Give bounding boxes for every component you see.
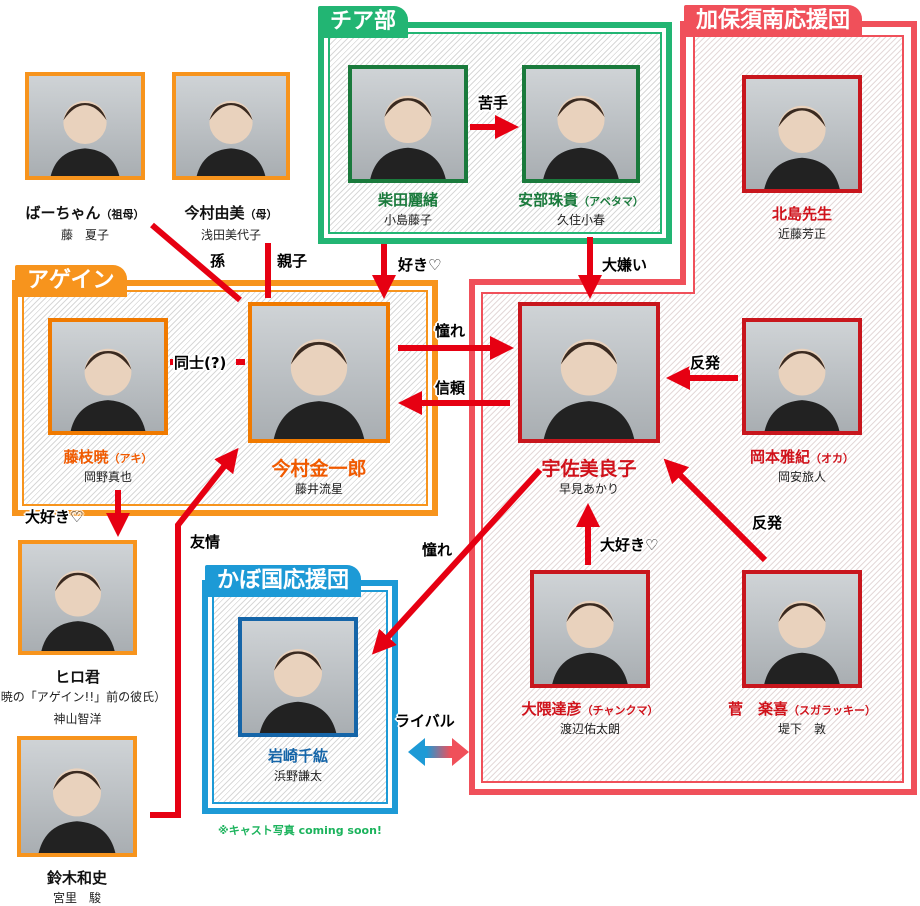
character-photo xyxy=(518,302,660,443)
character-name: 大隈達彦（チャンクマ） xyxy=(521,700,659,718)
character-photo xyxy=(248,302,390,443)
character-name: 今村金一郎 xyxy=(271,458,367,480)
arrow-akogare2 xyxy=(371,467,543,655)
character-photo xyxy=(742,318,862,435)
person-silhouette-icon xyxy=(50,100,120,176)
person-silhouette-icon xyxy=(543,96,619,179)
group-cheer-label: チア部 xyxy=(318,6,409,38)
person-silhouette-icon xyxy=(259,648,337,733)
rel-suki: 好き♡ xyxy=(398,256,442,274)
rel-yuujou: 友情 xyxy=(190,533,221,551)
person-silhouette-icon xyxy=(40,570,115,651)
character-name: 柴田麗緒 xyxy=(377,191,438,209)
group-kabo-label: かぼ国応援団 xyxy=(205,565,362,597)
person-silhouette-icon xyxy=(70,348,146,431)
character-name: 安部珠貴（アベタマ） xyxy=(518,191,644,209)
character-photo xyxy=(742,75,862,193)
character-photo xyxy=(172,72,290,180)
actor-name: 藤井流星 xyxy=(294,482,343,496)
character-name: 岡本雅紀（オカ） xyxy=(749,448,854,466)
character-name: ばーちゃん（祖母） xyxy=(25,204,145,222)
character-photo xyxy=(348,65,468,183)
actor-name: 浅田美代子 xyxy=(200,228,261,242)
arrow-hanpatsu2 xyxy=(663,458,768,563)
actor-name: 近藤芳正 xyxy=(777,227,826,241)
person-silhouette-icon xyxy=(552,601,628,684)
actor-name: 神山智洋 xyxy=(53,712,102,726)
character-photo xyxy=(522,65,640,183)
arrow-rival xyxy=(408,738,469,766)
group-again-label: アゲイン xyxy=(15,265,127,297)
actor-name: 渡辺佑太朗 xyxy=(559,722,620,736)
rel-akogare2: 憧れ xyxy=(422,541,453,559)
person-silhouette-icon xyxy=(273,338,365,439)
rel-nigate: 苦手 xyxy=(478,94,509,112)
line-mago xyxy=(150,222,242,303)
actor-name: 堤下 敦 xyxy=(777,722,826,736)
actor-name: 小島藤子 xyxy=(383,213,432,227)
character-name: 岩崎千紘 xyxy=(267,747,328,765)
rel-doushi: 同士(?) xyxy=(174,354,227,372)
person-silhouette-icon xyxy=(764,601,840,684)
character-photo xyxy=(18,540,137,655)
character-name: ヒロ君 xyxy=(54,668,100,686)
actor-name: 岡野真也 xyxy=(83,470,132,484)
character-name: 鈴木和史 xyxy=(46,869,107,887)
character-name: 北島先生 xyxy=(771,205,832,223)
actor-name: 藤 夏子 xyxy=(60,228,109,242)
character-name: 宇佐美良子 xyxy=(541,458,637,480)
character-photo xyxy=(742,570,862,688)
character-name: 菅 楽喜（スガラッキー） xyxy=(727,700,876,718)
rel-hanpatsu1: 反発 xyxy=(690,354,721,372)
group-kahosu-label: 加保須南応援団 xyxy=(684,5,863,37)
rel-mago: 孫 xyxy=(210,252,226,270)
actor-name: 岡安旅人 xyxy=(777,470,826,484)
person-silhouette-icon xyxy=(370,96,446,179)
character-note: （暁の「アゲイン!!」前の彼氏） xyxy=(0,690,167,704)
rel-hanpatsu2: 反発 xyxy=(752,514,783,532)
rel-daisuki1: 大好き♡ xyxy=(25,508,84,526)
arrow-yuujou xyxy=(150,447,239,818)
rel-daisuki2: 大好き♡ xyxy=(600,536,659,554)
character-name: 藤枝暁（アキ） xyxy=(63,448,153,466)
rel-oyako: 親子 xyxy=(277,252,308,270)
actor-name: 宮里 駿 xyxy=(52,891,101,905)
character-photo xyxy=(17,736,137,857)
rel-shinrai: 信頼 xyxy=(435,379,466,397)
person-silhouette-icon xyxy=(764,348,840,431)
character-photo xyxy=(25,72,145,180)
person-silhouette-icon xyxy=(764,106,840,189)
character-photo xyxy=(48,318,168,435)
person-silhouette-icon xyxy=(196,100,266,176)
character-photo xyxy=(238,617,358,737)
actor-name: 久住小春 xyxy=(556,213,605,227)
actor-name: 早見あかり xyxy=(558,482,619,496)
rel-akogare1: 憧れ xyxy=(435,322,466,340)
cast-photo-note: ※キャスト写真 coming soon! xyxy=(218,824,382,837)
character-name: 今村由美（母） xyxy=(184,204,278,222)
actor-name: 浜野謙太 xyxy=(273,769,322,783)
character-photo xyxy=(530,570,650,688)
person-silhouette-icon xyxy=(543,338,635,439)
rel-daikirai: 大嫌い xyxy=(602,256,648,274)
rel-rival: ライバル xyxy=(395,712,455,730)
person-silhouette-icon xyxy=(38,768,116,853)
